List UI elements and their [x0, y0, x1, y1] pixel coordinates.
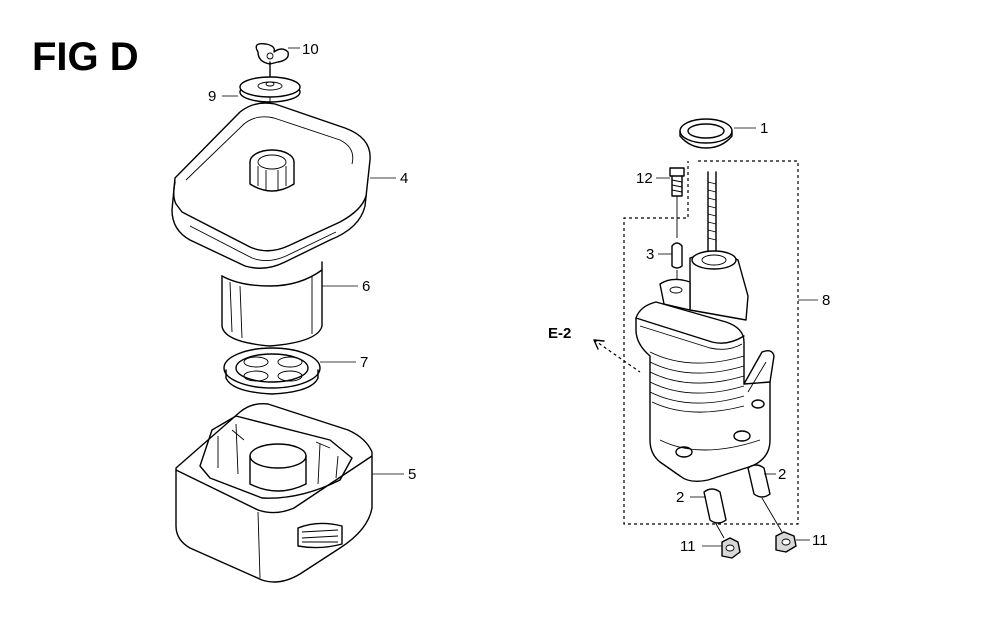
part-2-stud-left [703, 488, 727, 539]
callout-8: 8 [822, 292, 830, 309]
figure-title: FIG D [32, 35, 139, 79]
leader-lines [222, 47, 810, 547]
part-10-wing-nut [255, 42, 289, 81]
part-6-filter-element [221, 261, 323, 347]
reference-e2-arrow [593, 339, 641, 373]
part-12-bolt [669, 167, 685, 238]
callout-10: 10 [302, 41, 319, 58]
part-1-packing-ring [679, 118, 733, 149]
callout-11-left: 11 [680, 538, 696, 555]
part-11-nut-right [775, 531, 797, 553]
part-5-air-cleaner-case [175, 402, 373, 583]
part-2-stud-right [747, 464, 783, 533]
reference-label: E-2 [548, 325, 571, 342]
part-8-elbow-body [635, 171, 775, 483]
callout-4: 4 [400, 170, 408, 187]
callout-1: 1 [760, 120, 768, 137]
callout-2-right: 2 [778, 466, 786, 483]
callout-6: 6 [362, 278, 370, 295]
callout-12: 12 [636, 170, 653, 187]
callout-7: 7 [360, 354, 368, 371]
callout-5: 5 [408, 466, 416, 483]
callout-9: 9 [208, 88, 216, 105]
part-4-air-cleaner-cover [171, 102, 371, 269]
callout-3: 3 [646, 246, 654, 263]
callout-11-right: 11 [812, 532, 828, 549]
part-3-dowel-pin [671, 242, 683, 284]
part-11-nut-left [721, 537, 741, 559]
callout-2-left: 2 [676, 489, 684, 506]
part-7-element-grid [223, 347, 321, 395]
part-8-assembly-bracket [623, 160, 818, 525]
